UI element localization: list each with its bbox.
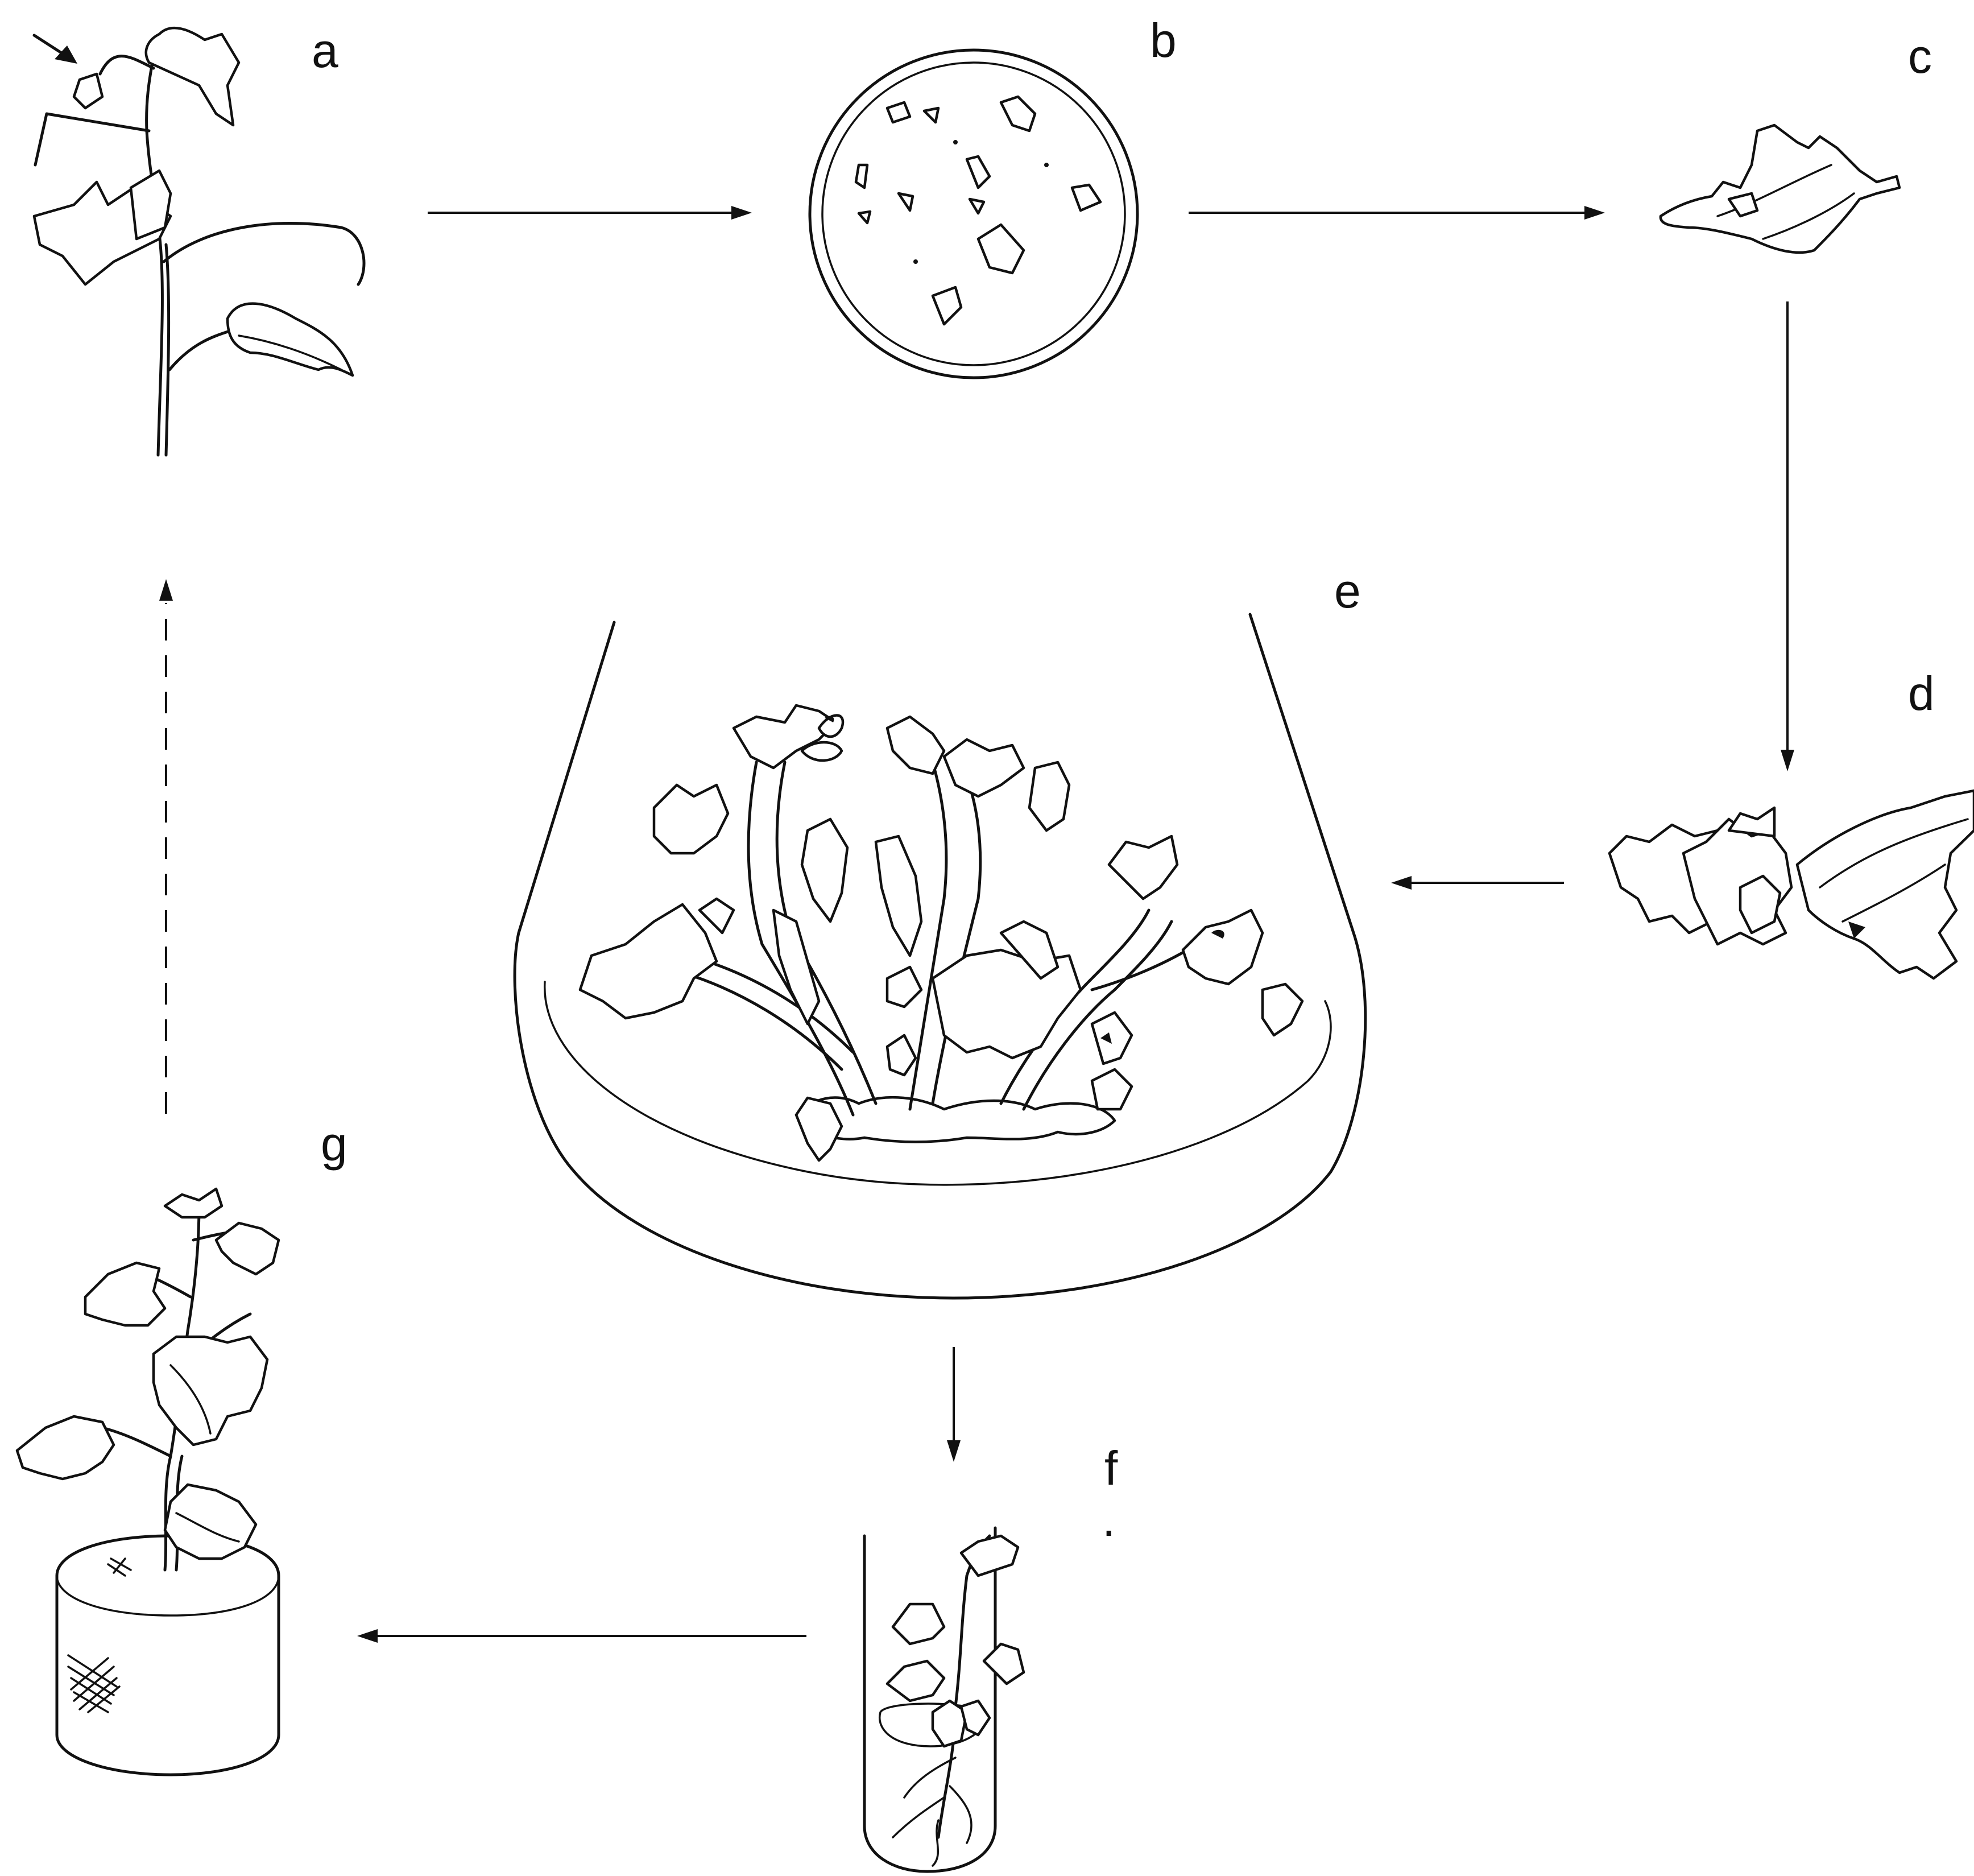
test-tube-plantlet-icon [864,1528,1024,1871]
stage-label-f: f [1104,1441,1118,1495]
arrow-c-to-d [1781,301,1794,771]
potted-plant-icon [17,1189,279,1775]
regenerating-shoots-icon [1609,791,1974,978]
plant-shoot-icon [34,28,364,455]
arrow-f-to-g [357,1629,806,1643]
stage-label-e: e [1334,564,1361,618]
arrow-g-to-a-dashed [159,579,173,1114]
stage-label-b: b [1150,14,1177,67]
arrow-d-to-e [1391,876,1564,890]
stage-label-d: d [1908,667,1935,720]
flask-culture-icon [515,614,1365,1298]
stray-dot-mark: . [1102,1493,1115,1546]
stage-label-g: g [321,1117,347,1171]
petri-dish-icon [810,50,1137,378]
arrow-b-to-c [1189,206,1605,220]
leaf-explant-icon [1661,125,1899,253]
stage-label-a: a [312,24,338,77]
arrow-a-to-b [428,206,752,220]
stage-label-c: c [1908,30,1932,83]
arrow-e-to-f [947,1347,961,1462]
